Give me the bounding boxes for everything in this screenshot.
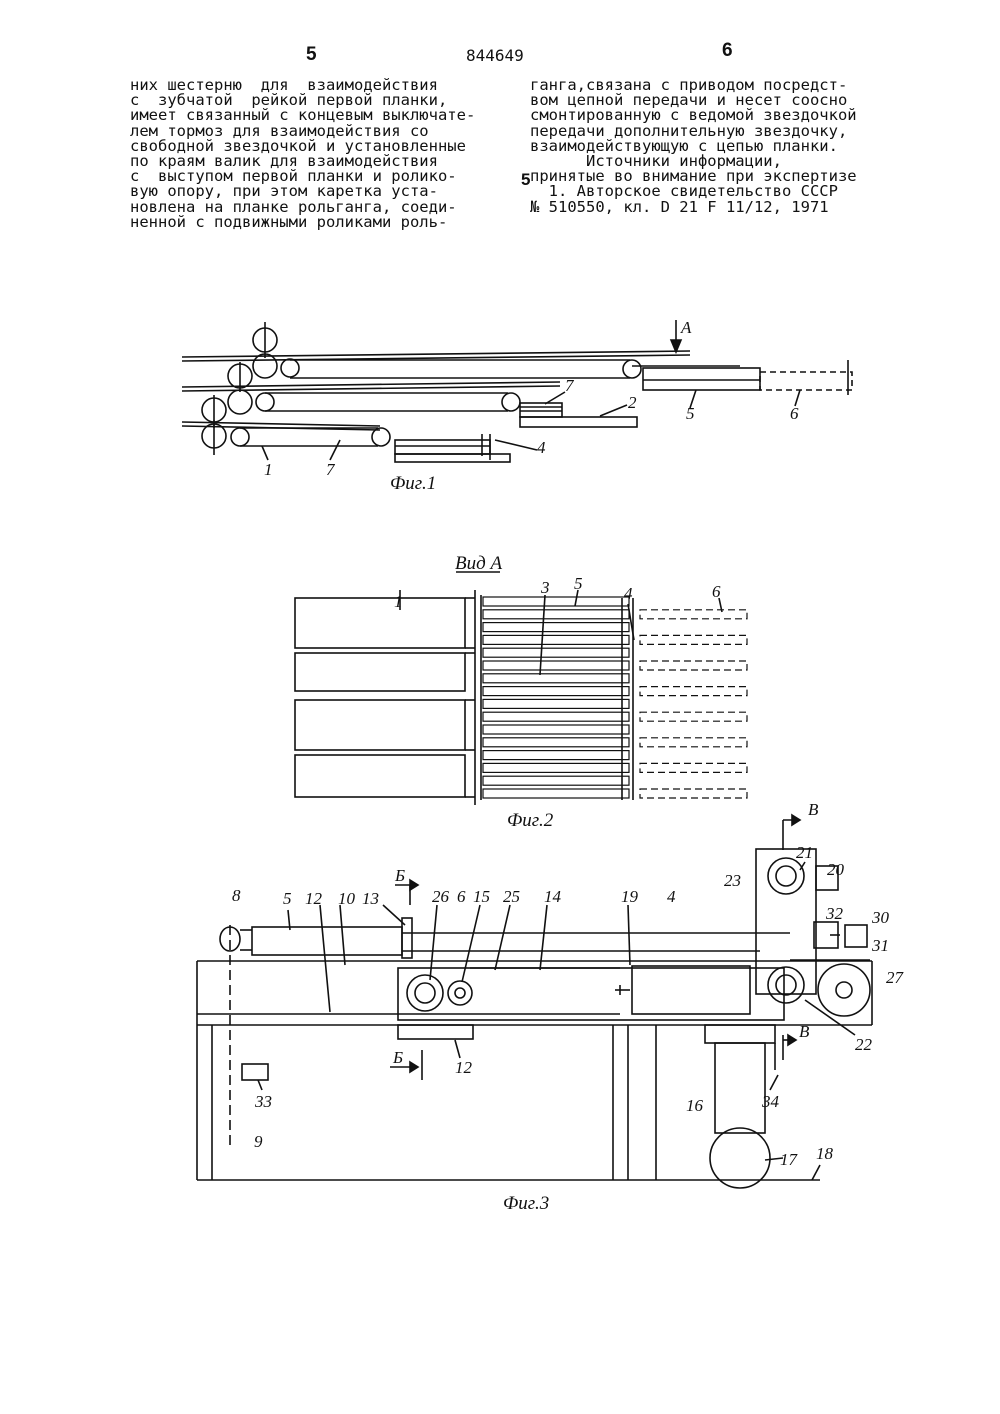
fig2-strip <box>483 687 629 696</box>
fig2-strip <box>483 648 629 657</box>
fig3-label: 21 <box>796 843 813 863</box>
fig3-label: 20 <box>827 860 844 880</box>
fig2-strip <box>483 597 629 606</box>
figure-1-drawing <box>182 320 852 462</box>
fig3-label: 13 <box>362 889 379 909</box>
fig2-label: 4 <box>624 584 633 604</box>
fig2-dashed-strip <box>640 789 747 798</box>
fig2-dashed-strip <box>640 661 747 670</box>
figure-1-caption: Фиг.1 <box>390 473 436 495</box>
fig1-label: 2 <box>628 393 637 413</box>
fig3-label: 16 <box>686 1096 703 1116</box>
fig3-label: 22 <box>855 1035 872 1055</box>
fig1-label: 1 <box>264 460 273 480</box>
fig3-label: 31 <box>872 936 889 956</box>
fig2-strip <box>483 712 629 721</box>
fig2-strip <box>483 776 629 785</box>
fig3-label: 10 <box>338 889 355 909</box>
fig3-label: 33 <box>255 1092 272 1112</box>
fig3-label: 4 <box>667 887 676 907</box>
fig1-label: 7 <box>326 460 335 480</box>
fig3-label: 32 <box>826 904 843 924</box>
fig3-label: 17 <box>780 1150 797 1170</box>
section-label: В <box>799 1022 809 1042</box>
fig2-label: 1 <box>394 592 403 612</box>
figure-3-drawing <box>197 815 872 1188</box>
fig3-label: 30 <box>872 908 889 928</box>
section-label: Б <box>395 866 405 886</box>
fig2-dashed-strip <box>640 687 747 696</box>
fig3-label: 15 <box>473 887 490 907</box>
fig2-strip <box>483 738 629 747</box>
fig2-dashed-strip <box>640 712 747 721</box>
fig2-dashed-strip <box>640 763 747 772</box>
fig3-label: 18 <box>816 1144 833 1164</box>
section-label: Б <box>393 1048 403 1068</box>
figure-3-caption: Фиг.3 <box>503 1193 549 1215</box>
fig1-label: 5 <box>686 404 695 424</box>
fig3-label: 26 <box>432 887 449 907</box>
fig3-label: 19 <box>621 887 638 907</box>
figure-2-caption: Фиг.2 <box>507 810 553 832</box>
fig3-label: 14 <box>544 887 561 907</box>
fig3-label: 6 <box>457 887 466 907</box>
fig2-label: 5 <box>574 574 583 594</box>
fig2-strip <box>483 763 629 772</box>
fig3-label: 12 <box>305 889 322 909</box>
fig3-label: 25 <box>503 887 520 907</box>
fig2-strip <box>483 789 629 798</box>
fig2-dashed-strip <box>640 635 747 644</box>
fig2-strip <box>483 725 629 734</box>
fig2-dashed-strip <box>640 610 747 619</box>
fig3-label: 12 <box>455 1058 472 1078</box>
fig2-strip <box>483 623 629 632</box>
fig3-label: 23 <box>724 871 741 891</box>
fig2-dashed-strip <box>640 738 747 747</box>
fig1-label: 4 <box>537 438 546 458</box>
section-label: В <box>808 800 818 820</box>
fig2-strip <box>483 661 629 670</box>
fig3-label: 9 <box>254 1132 263 1152</box>
fig3-label: 5 <box>283 889 292 909</box>
fig3-label: 34 <box>762 1092 779 1112</box>
fig3-label: 8 <box>232 886 241 906</box>
fig2-strip <box>483 635 629 644</box>
figure-2-drawing <box>295 572 747 805</box>
figure-2-view-title: Вид А <box>455 553 502 575</box>
fig2-strip <box>483 610 629 619</box>
view-arrow-label: А <box>681 318 691 338</box>
fig1-label: 6 <box>790 404 799 424</box>
fig2-label: 3 <box>541 578 550 598</box>
fig1-label: 7 <box>565 376 574 396</box>
fig2-label: 6 <box>712 582 721 602</box>
fig2-strip <box>483 674 629 683</box>
fig3-label: 27 <box>886 968 903 988</box>
fig2-strip <box>483 751 629 760</box>
fig2-strip <box>483 699 629 708</box>
